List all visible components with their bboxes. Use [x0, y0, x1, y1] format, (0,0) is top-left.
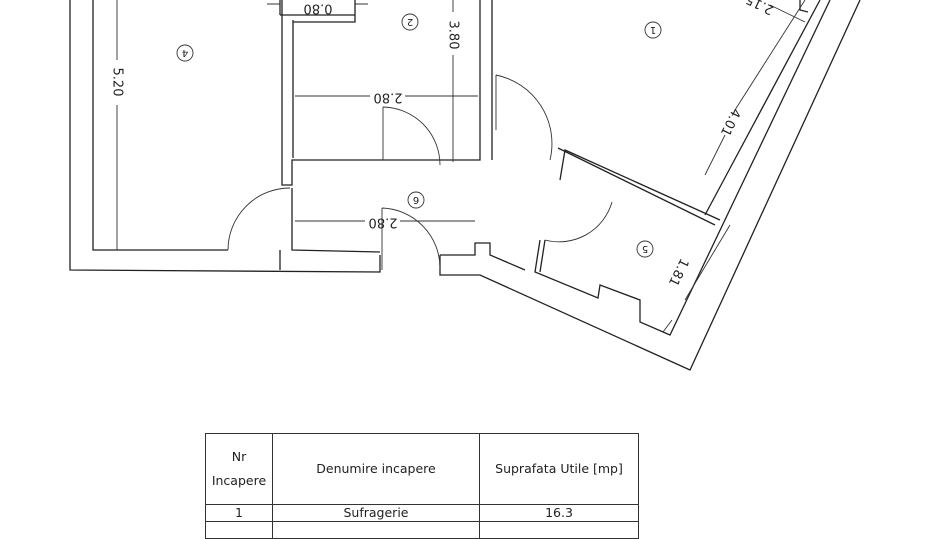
room-number-2: 2: [407, 16, 413, 27]
table-row: 1 Sufragerie 16.3: [205, 504, 639, 522]
dim-top-opening: 0.80: [304, 1, 333, 16]
walls: [69, 0, 861, 371]
dim-room2-height: 3.80: [446, 21, 461, 50]
room-number-4: 4: [182, 47, 188, 58]
table-header-row: Nr Incapere Denumire incapere Suprafata …: [205, 433, 639, 505]
floor-plan: 0.80 5.20 2.80 3.80 2.80 4.01 2.15 1.81 …: [69, 0, 861, 371]
door-arc-5: [544, 201, 613, 243]
room-number-5: 5: [642, 243, 648, 254]
door-arc-1: [495, 74, 553, 161]
dimension-lines: [116, 0, 806, 333]
header-nr: Nr Incapere: [205, 433, 273, 505]
cell-nr: 1: [205, 504, 273, 522]
door-arc-6: [381, 207, 441, 270]
header-area: Suprafata Utile [mp]: [479, 433, 639, 505]
cell-name: Sufragerie: [272, 504, 480, 522]
dim-room1-wall: 4.01: [717, 106, 743, 139]
dim-room4-height: 5.20: [110, 68, 125, 97]
header-name: Denumire incapere: [272, 433, 480, 505]
dim-room5-width: 1.81: [665, 256, 691, 289]
room-area-table: Nr Incapere Denumire incapere Suprafata …: [205, 433, 639, 539]
door-arc-4: [227, 187, 291, 251]
cell-area: 16.3: [479, 504, 639, 522]
room-number-6: 6: [413, 194, 419, 205]
room-labels: 1 2 4 5 6: [176, 13, 662, 258]
doors: [227, 74, 613, 270]
door-arc-2: [382, 106, 441, 166]
dim-hall-width: 2.80: [369, 215, 398, 230]
dim-room1-top: 2.15: [744, 0, 777, 17]
dim-room2-width: 2.80: [374, 90, 403, 105]
room-number-1: 1: [650, 24, 656, 35]
table-row-partial: [205, 521, 639, 539]
